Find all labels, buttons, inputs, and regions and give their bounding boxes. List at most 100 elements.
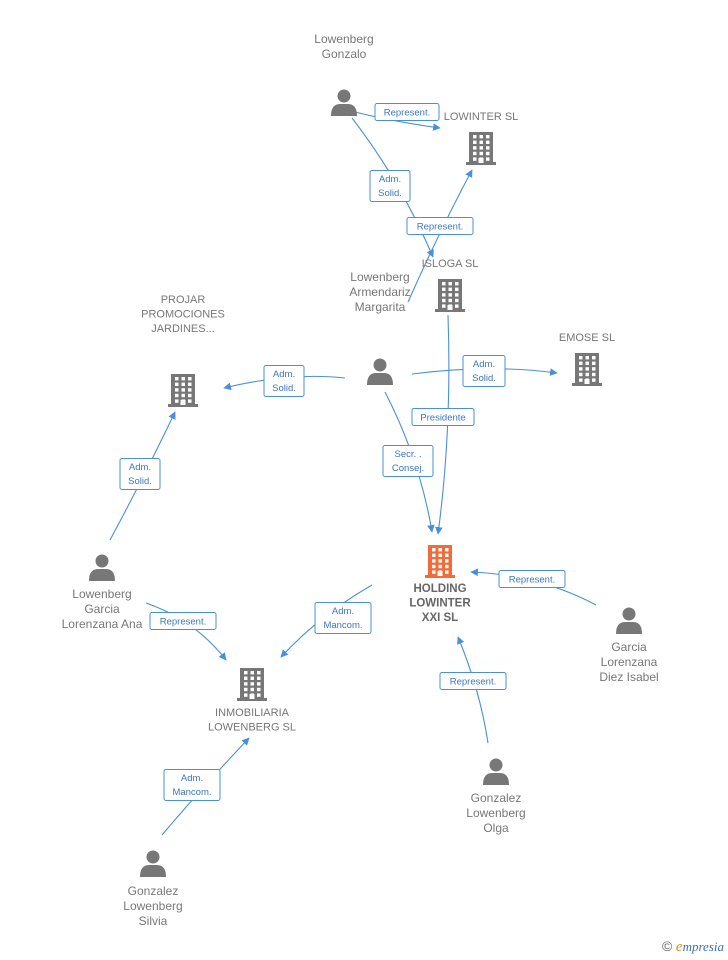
node-label: Lowenberg [350, 270, 409, 284]
building-window [188, 399, 192, 403]
company-node-n_projar[interactable]: PROJARPROMOCIONESJARDINES... [141, 294, 225, 407]
brand-rest: mpresia [682, 939, 724, 954]
edge-badge-e6[interactable]: Presidente [411, 408, 475, 426]
edge-badge-box [149, 612, 217, 630]
building-window [445, 548, 449, 552]
edge-badge-e2[interactable]: Adm. Solid. [369, 170, 411, 202]
building-window [175, 382, 179, 386]
node-label: Armendariz [349, 285, 410, 299]
building-window [486, 146, 490, 150]
edge-badge-e8[interactable]: Adm. Solid. [119, 458, 161, 490]
building-window [175, 393, 179, 398]
edge-badge-e13[interactable]: Adm.Mancom. [163, 769, 221, 801]
building-window [432, 564, 436, 569]
company-node-n_lowinter[interactable]: LOWINTER SL [444, 111, 519, 165]
edge-badge-label: Adm. [379, 174, 401, 185]
edge-line-e9 [145, 602, 227, 661]
edge-badge-label: Solid. [378, 188, 402, 199]
person-body [483, 773, 509, 785]
edge-badge-label: Adm. [273, 369, 295, 380]
edge-badge-box [119, 458, 161, 490]
node-label: Olga [483, 821, 509, 835]
edge-badge-label: Solid. [472, 373, 496, 384]
building-window [250, 676, 254, 680]
edge-badge-e3[interactable]: Represent. [406, 217, 474, 235]
edge-badge-e4[interactable]: Adm.Solid. [263, 365, 305, 397]
edge-badge-e11[interactable]: Represent. [498, 570, 566, 588]
edge-badge-label: Adm. [129, 462, 151, 473]
person-icon [89, 554, 115, 581]
building-base [425, 575, 455, 578]
edge-badge-e1[interactable]: Represent. [374, 103, 440, 121]
building-icon [435, 279, 465, 312]
empresia-watermark[interactable]: © empresia [662, 938, 724, 956]
edge-badge-box [439, 672, 507, 690]
edge-badge-e5[interactable]: Adm. Solid. [462, 355, 506, 387]
edge-badge-box [411, 408, 475, 426]
edge-badge-label: Represent. [384, 108, 430, 119]
building-window [442, 304, 446, 308]
building-window [486, 140, 490, 144]
person-head [373, 358, 387, 372]
node-label: ISLOGA SL [422, 258, 479, 270]
copyright-symbol: © [661, 938, 673, 954]
edge-badge-e12[interactable]: Represent. [439, 672, 507, 690]
edge-badge-label: Adm. [332, 606, 354, 617]
edge-badge-label: Adm. [473, 359, 495, 370]
building-window [175, 399, 179, 403]
building-window [473, 140, 477, 144]
company-node-n_isloga[interactable]: ISLOGA SL [422, 258, 479, 312]
node-label: Margarita [355, 300, 406, 314]
building-window [432, 553, 436, 557]
building-window [438, 553, 442, 557]
badges-layer: Represent. Adm. Solid. Represent. Adm. Solid.… [119, 103, 566, 801]
edge-badge-e9[interactable]: Represent. [149, 612, 217, 630]
building-icon [168, 374, 198, 407]
building-window [250, 682, 254, 686]
person-head [622, 607, 636, 621]
building-window [432, 570, 436, 574]
building-window [175, 377, 179, 381]
building-window [442, 287, 446, 291]
building-door [437, 571, 443, 576]
person-body [140, 865, 166, 877]
edge-badge-label: Consej. [392, 463, 424, 474]
node-label: LOWINTER SL [444, 111, 519, 123]
node-label: Silvia [139, 914, 168, 928]
building-door [478, 158, 484, 163]
person-icon [331, 89, 357, 116]
edge-badge-label: Solid. [128, 476, 152, 487]
building-window [592, 367, 596, 371]
edge-badge-e7[interactable]: Secr. .Consej. [382, 445, 434, 477]
edge-badge-box [462, 355, 506, 387]
node-label: Gonzalez [128, 884, 179, 898]
edge-badge-e10[interactable]: Adm.Mancom. [314, 602, 372, 634]
node-label: XXI SL [422, 612, 458, 624]
edge-badge-label: Represent. [160, 617, 206, 628]
building-window [448, 298, 452, 303]
person-head [95, 554, 109, 568]
node-label: Lowenberg [72, 587, 131, 601]
building-window [438, 559, 442, 563]
building-window [188, 377, 192, 381]
person-icon [483, 758, 509, 785]
edge-badge-box [314, 602, 372, 634]
building-window [257, 682, 261, 686]
building-window [579, 372, 583, 377]
building-base [572, 383, 602, 386]
building-window [585, 372, 589, 377]
building-window [448, 282, 452, 286]
node-label: Lowenberg [466, 806, 525, 820]
edge-badge-box [369, 170, 411, 202]
company-node-n_emose[interactable]: EMOSE SL [559, 332, 615, 386]
building-window [585, 361, 589, 365]
